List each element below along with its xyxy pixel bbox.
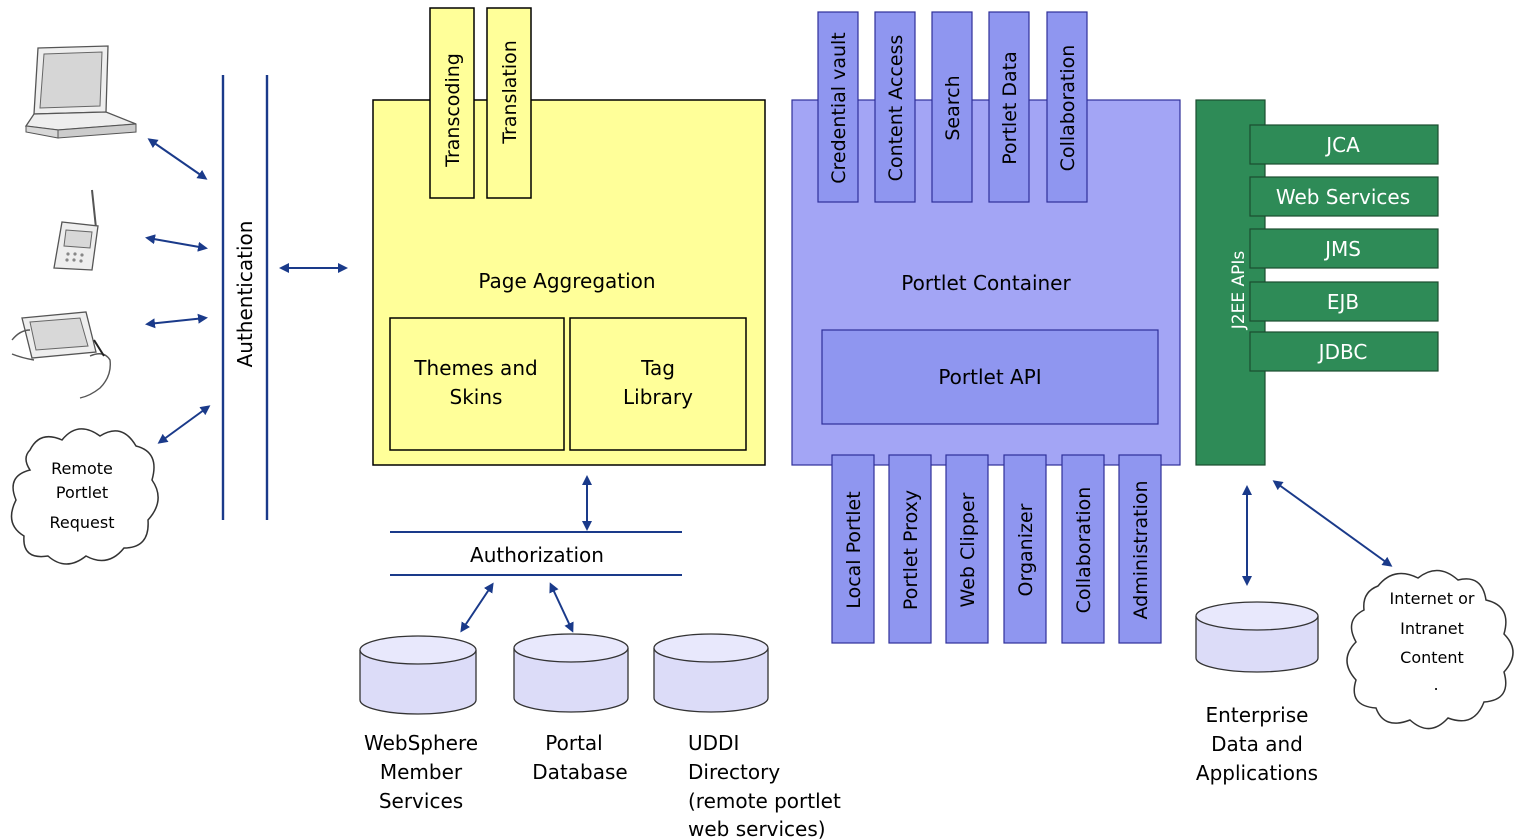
tag-library-box <box>569 317 747 451</box>
internet-line-2: Intranet <box>1400 619 1464 638</box>
bottom-tab-web-clipper <box>945 454 989 644</box>
translation-tab <box>486 7 532 199</box>
bottom-tab-portlet-proxy <box>888 454 932 644</box>
db-uddi-line-4: web services) <box>688 817 826 840</box>
j2ee-item-jdbc <box>1249 331 1439 372</box>
bottom-tab-local-portlet <box>831 454 875 644</box>
top-tab-label-portlet-data: Portlet Data <box>999 51 1021 165</box>
db-member-line-3: Services <box>379 789 463 813</box>
enterprise-line-1: Enterprise <box>1206 703 1309 727</box>
authorization-label: Authorization <box>470 543 604 567</box>
websphere-member-database-icon <box>359 635 477 715</box>
j2ee-item-web-services <box>1249 176 1439 217</box>
pda-hand-icon <box>11 311 111 399</box>
enterprise-line-2: Data and <box>1211 732 1303 756</box>
bottom-tab-label-local-portlet: Local Portlet <box>843 491 865 608</box>
top-tab-label-content-access: Content Access <box>885 35 907 182</box>
bottom-tab-organizer <box>1003 454 1047 644</box>
portlet-container-bottom-tabs: Local Portlet Portlet Proxy Web Clipper Org… <box>831 454 1162 644</box>
themes-line-2: Skins <box>450 385 503 409</box>
bottom-tab-label-administration: Administration <box>1130 480 1152 619</box>
auth-to-member-arrow <box>460 582 494 633</box>
bottom-tab-label-web-clipper: Web Clipper <box>957 492 979 607</box>
j2ee-item-label-web-services: Web Services <box>1276 185 1410 209</box>
laptop-arrow <box>147 138 208 180</box>
top-tab-portlet-data <box>988 11 1030 203</box>
db-portal-line-2: Database <box>532 760 627 784</box>
internet-line-3: Content <box>1400 648 1464 667</box>
internet-line-4: . <box>1433 675 1438 694</box>
mobile-phone-icon <box>53 189 99 271</box>
remote-cloud-line-2: Portlet <box>56 483 108 502</box>
bottom-tab-administration <box>1118 454 1162 644</box>
tag-line-2: Library <box>623 385 693 409</box>
top-tab-label-collaboration: Collaboration <box>1057 45 1079 172</box>
db-portal-line-1: Portal <box>545 731 602 755</box>
internet-intranet-cloud: Internet or Intranet Content . <box>1346 569 1514 730</box>
j2ee-to-internet-arrow <box>1272 480 1393 567</box>
enterprise-database-icon <box>1195 601 1319 673</box>
transcoding-tab <box>429 7 475 199</box>
j2ee-item-label-jms: JMS <box>1323 237 1361 261</box>
remote-cloud-line-3: Request <box>50 513 115 532</box>
pda-arrow <box>145 313 208 329</box>
j2ee-item-jca <box>1249 124 1439 165</box>
enterprise-line-3: Applications <box>1196 761 1318 785</box>
top-tab-content-access <box>874 11 916 203</box>
remote-portlet-request-cloud: Remote Portlet Request <box>10 428 159 565</box>
db-member-line-1: WebSphere <box>364 731 478 755</box>
themes-line-1: Themes and <box>413 356 537 380</box>
bottom-tab-label-organizer: Organizer <box>1015 503 1037 596</box>
portlet-container-top-tabs: Credential vault Content Access Search Port… <box>817 11 1088 203</box>
j2ee-item-ejb <box>1249 281 1439 322</box>
internet-line-1: Internet or <box>1390 589 1475 608</box>
db-uddi-line-2: Directory <box>688 760 780 784</box>
remote-cloud-line-1: Remote <box>51 459 113 478</box>
top-tab-collaboration <box>1046 11 1088 203</box>
laptop-icon <box>24 45 137 139</box>
portlet-api-label: Portlet API <box>938 365 1041 389</box>
top-tab-credential-vault <box>817 11 859 203</box>
db-member-line-2: Member <box>380 760 463 784</box>
auth-to-portaldb-arrow <box>549 582 574 633</box>
tag-line-1: Tag <box>640 356 675 380</box>
page-aggregation-title: Page Aggregation <box>478 269 655 293</box>
j2ee-item-label-ejb: EJB <box>1327 290 1359 314</box>
remote-arrow <box>157 405 211 444</box>
transcoding-label: Transcoding <box>442 53 464 168</box>
portlet-container-title: Portlet Container <box>901 271 1071 295</box>
translation-label: Translation <box>499 40 521 145</box>
top-tab-label-search: Search <box>942 75 964 140</box>
j2ee-item-label-jdbc: JDBC <box>1317 340 1368 364</box>
authentication-label: Authentication <box>233 221 257 368</box>
db-uddi-line-3: (remote portlet <box>688 789 841 813</box>
portlet-api-box <box>821 329 1159 425</box>
uddi-directory-database-icon <box>653 633 769 713</box>
db-uddi-line-1: UDDI <box>688 731 739 755</box>
portal-database-icon <box>513 633 629 713</box>
j2ee-apis-label: J2EE APIs <box>1229 251 1249 331</box>
bottom-tab-label-portlet-proxy: Portlet Proxy <box>900 490 922 610</box>
bottom-tab-label-collaboration: Collaboration <box>1073 487 1095 614</box>
top-tab-label-credential-vault: Credential vault <box>828 32 850 184</box>
phone-arrow <box>145 234 208 252</box>
j2ee-item-jms <box>1249 228 1439 269</box>
top-tab-search <box>931 11 973 203</box>
themes-and-skins-box <box>389 317 565 451</box>
j2ee-item-label-jca: JCA <box>1324 133 1360 157</box>
bottom-tab-collaboration <box>1061 454 1105 644</box>
